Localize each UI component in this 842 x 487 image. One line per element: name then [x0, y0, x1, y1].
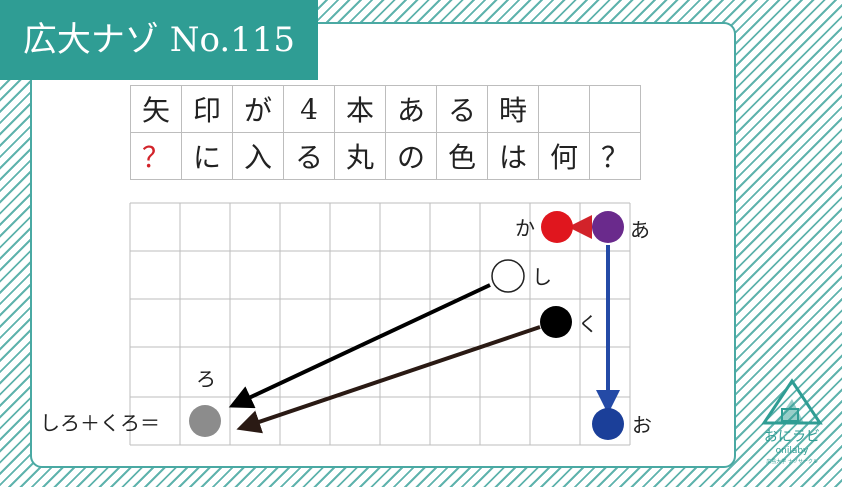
- question-cell: る: [283, 132, 335, 180]
- equation-label: しろ＋くろ＝: [40, 411, 160, 435]
- label-a: あ: [630, 218, 650, 242]
- question-cell: 本: [334, 85, 386, 133]
- question-cell: 入: [232, 132, 284, 180]
- logo-caption: 広島大学 ナゾサークル: [766, 458, 817, 465]
- question-cell: 印: [181, 85, 233, 133]
- question-cell: [589, 85, 641, 133]
- question-cell: 色: [436, 132, 488, 180]
- label-ro: ろ: [196, 367, 216, 391]
- question-cell: る: [436, 85, 488, 133]
- onilaby-logo: おにラビ onilaby 広島大学 ナゾサークル: [754, 375, 830, 465]
- question-cell: 丸: [334, 132, 386, 180]
- question-cell: ？: [589, 132, 641, 180]
- board-grid: [129, 202, 631, 446]
- black-circle-ku: [540, 306, 572, 338]
- puzzle-title: 広大ナゾ No.115: [22, 20, 296, 60]
- question-cell: 4: [283, 85, 335, 133]
- label-ka: か: [515, 216, 535, 240]
- arrow-ku-to-ro: [236, 325, 541, 434]
- label-o: お: [632, 413, 652, 437]
- arrow-shi-to-ro: [228, 283, 491, 409]
- label-shi: し: [532, 265, 552, 289]
- question-row: 矢 印 が 4 本 あ る 時: [130, 85, 641, 133]
- question-cell: は: [487, 132, 539, 180]
- question-row: ？ に 入 る 丸 の 色 は 何 ？: [130, 132, 641, 180]
- white-circle-shi: [491, 259, 525, 293]
- logo-sub: onilaby: [776, 446, 809, 456]
- question-cell: に: [181, 132, 233, 180]
- red-circle-ka: [541, 211, 573, 243]
- purple-circle-a: [592, 211, 624, 243]
- question-cell-red-mark: ？: [130, 132, 182, 180]
- rabbit-triangle-icon: おにラビ onilaby 広島大学 ナゾサークル: [761, 378, 823, 465]
- label-ku: く: [578, 312, 598, 336]
- title-banner: 広大ナゾ No.115: [0, 0, 318, 80]
- logo-name: おにラビ: [764, 429, 820, 445]
- question-cell: の: [385, 132, 437, 180]
- question-grid: 矢 印 が 4 本 あ る 時 ？ に 入 る 丸 の 色 は 何 ？: [130, 85, 641, 180]
- gray-circle-ro: [189, 405, 221, 437]
- blue-circle-o: [592, 408, 624, 440]
